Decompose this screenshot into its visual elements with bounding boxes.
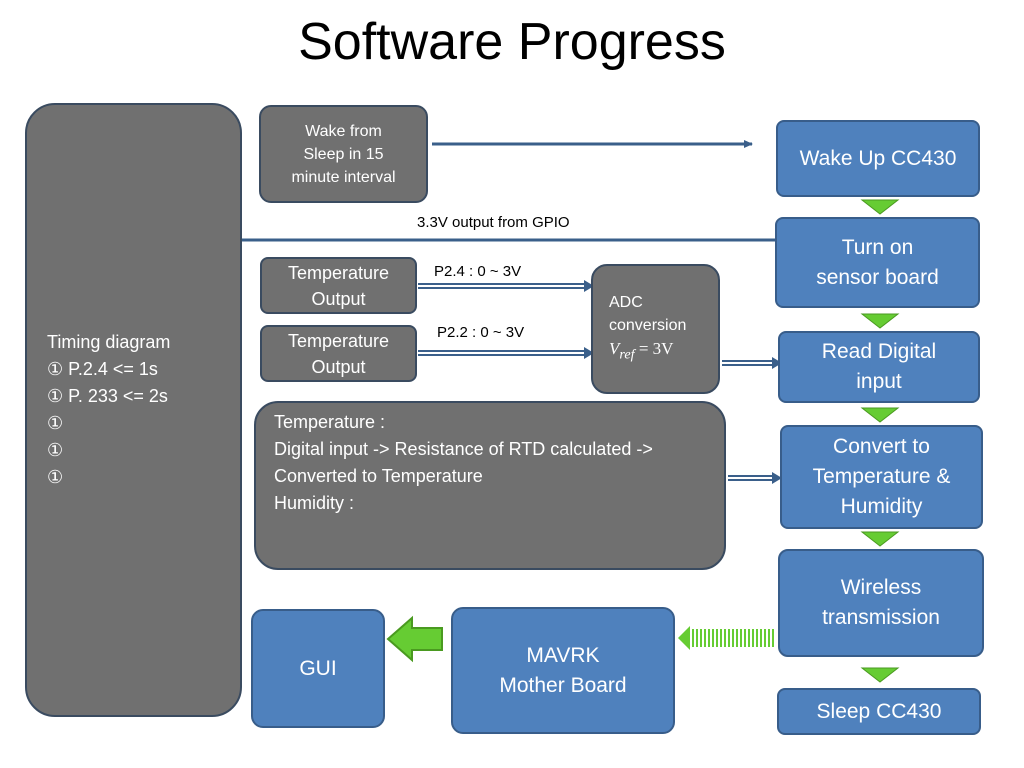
mavrk-box: MAVRK Mother Board (451, 607, 675, 734)
green-arrow-2 (860, 313, 900, 329)
read-digital-line-2: input (856, 370, 902, 393)
arrow-p22-to-adc (418, 347, 594, 359)
note-line-4: Humidity : (274, 493, 355, 513)
temperature-output-box-1: Temperature Output (260, 257, 417, 314)
timing-line-3: ① (47, 413, 64, 433)
convert-line-2: Temperature & (812, 465, 951, 488)
temp-output-2-line-1: Temperature (287, 330, 390, 351)
wireless-line-2: transmission (822, 606, 940, 629)
green-arrow-mavrk-to-gui (386, 615, 443, 663)
wake-sleep-line-2: Sleep in 15 (303, 145, 384, 163)
turn-on-box: Turn on sensor board (775, 217, 980, 308)
green-arrow-3 (860, 407, 900, 423)
green-arrow-1 (860, 199, 900, 215)
note-line-2: Digital input -> Resistance of RTD calcu… (274, 439, 653, 459)
adc-vref-symbol: V (609, 339, 620, 359)
wake-sleep-line-3: minute interval (291, 168, 396, 186)
arrow-note-to-convert (728, 472, 782, 484)
mavrk-line-2: Mother Board (499, 673, 627, 697)
p22-label: P2.2 : 0 ~ 3V (437, 324, 525, 341)
wake-from-sleep-box: Wake from Sleep in 15 minute interval (259, 105, 428, 203)
read-digital-box: Read Digital input (778, 331, 980, 403)
adc-line-2: conversion (609, 317, 687, 335)
conversion-note-box: Temperature : Digital input -> Resistanc… (254, 401, 726, 570)
wireless-box: Wireless transmission (778, 549, 984, 657)
convert-box: Convert to Temperature & Humidity (780, 425, 983, 529)
temp-output-1-line-1: Temperature (287, 262, 390, 283)
temp-output-2-line-2: Output (311, 356, 366, 377)
sleep-box: Sleep CC430 (777, 688, 981, 735)
convert-line-1: Convert to (833, 435, 930, 458)
adc-vref-subscript: ref (619, 346, 635, 363)
mavrk-line-1: MAVRK (526, 643, 600, 667)
note-line-3: Converted to Temperature (274, 466, 483, 486)
temperature-output-box-2: Temperature Output (260, 325, 417, 382)
wake-up-box: Wake Up CC430 (776, 120, 980, 197)
adc-vref: Vref = 3V (609, 337, 686, 366)
green-arrow-5 (860, 667, 900, 683)
read-digital-line-1: Read Digital (821, 340, 937, 363)
wake-sleep-line-1: Wake from (305, 122, 382, 140)
turn-on-line-2: sensor board (816, 265, 939, 289)
timing-line-4: ① (47, 440, 64, 460)
temp-output-1-line-2: Output (311, 288, 366, 309)
striped-arrow-wireless-to-mavrk (678, 626, 774, 650)
arrow-p24-to-adc (418, 280, 594, 292)
p24-label: P2.4 : 0 ~ 3V (434, 263, 522, 280)
timing-heading: Timing diagram (47, 332, 171, 352)
note-line-1: Temperature : (274, 412, 386, 432)
adc-line-1: ADC (609, 294, 643, 312)
timing-line-1: ① P.2.4 <= 1s (47, 359, 158, 379)
green-arrow-4 (860, 531, 900, 547)
turn-on-line-1: Turn on (841, 235, 914, 259)
timing-diagram-box: Timing diagram ① P.2.4 <= 1s ① P. 233 <=… (25, 103, 242, 717)
timing-line-5: ① (47, 467, 64, 487)
gui-label: GUI (299, 656, 337, 680)
gpio-label: 3.3V output from GPIO (417, 214, 570, 231)
timing-line-2: ① P. 233 <= 2s (47, 386, 168, 406)
convert-line-3: Humidity (840, 495, 923, 518)
page-title: Software Progress (298, 13, 726, 71)
adc-conversion-box: ADC conversion Vref = 3V (591, 264, 720, 394)
sleep-label: Sleep CC430 (816, 699, 942, 723)
wireless-line-1: Wireless (840, 576, 922, 599)
arrow-adc-to-read (722, 357, 782, 369)
gui-box: GUI (251, 609, 385, 728)
adc-vref-value: = 3V (634, 339, 674, 359)
wake-up-label: Wake Up CC430 (799, 146, 957, 170)
